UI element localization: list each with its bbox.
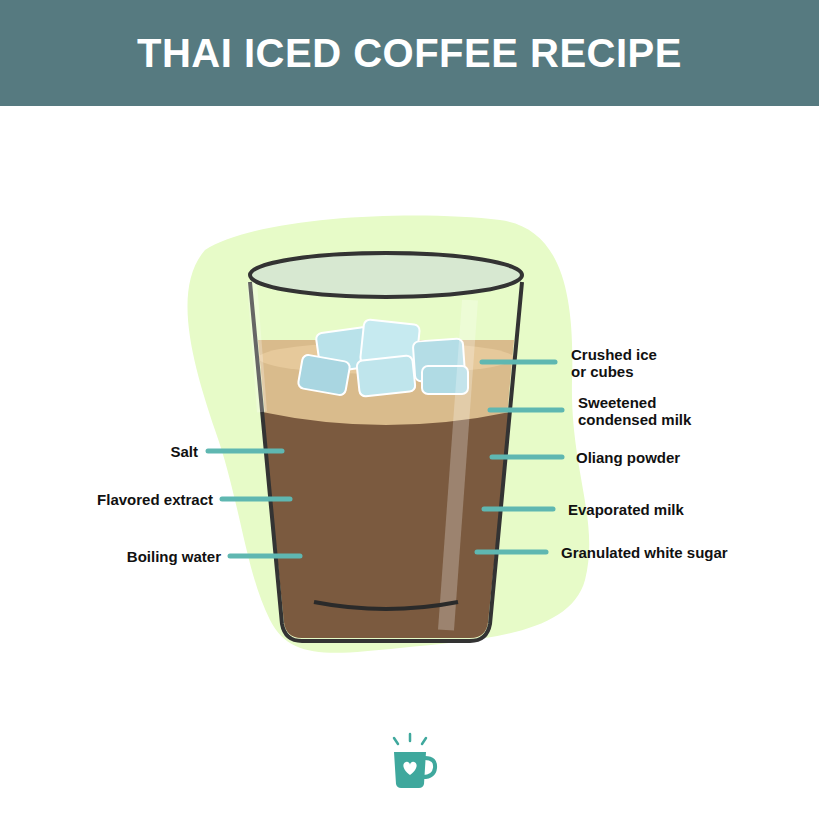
title: THAI ICED COFFEE RECIPE (0, 0, 819, 106)
ingredient-label: Salt (170, 443, 198, 460)
logo-mug (394, 734, 435, 788)
leader-line (484, 507, 553, 512)
ingredient-label: Crushed ice or cubes (571, 346, 671, 380)
leader-line (222, 497, 290, 502)
ingredient-label: Evaporated milk (568, 501, 684, 518)
leader-line (492, 455, 562, 460)
leader-line (482, 360, 555, 365)
ice-cubes (297, 319, 468, 397)
glass-rim (250, 253, 522, 297)
leader-line (230, 554, 300, 559)
ingredient-label: Sweetened condensed milk (578, 394, 718, 428)
foam-layer (258, 340, 514, 638)
ingredient-label: Boiling water (127, 548, 221, 565)
ingredient-label: Flavored extract (97, 491, 213, 508)
glass-base (314, 602, 458, 609)
ingredient-label: Granulated white sugar (561, 544, 728, 561)
background-blob (187, 215, 589, 652)
title-banner (0, 0, 819, 106)
ingredient-label: Oliang powder (576, 449, 680, 466)
glass-shine (446, 300, 470, 630)
glass-outline (250, 282, 522, 641)
leader-line (477, 550, 546, 555)
glass-shine (252, 282, 262, 412)
leader-line (490, 408, 562, 413)
leader-lines (208, 362, 562, 556)
coffee-layer (262, 412, 510, 638)
leader-line (208, 449, 282, 454)
